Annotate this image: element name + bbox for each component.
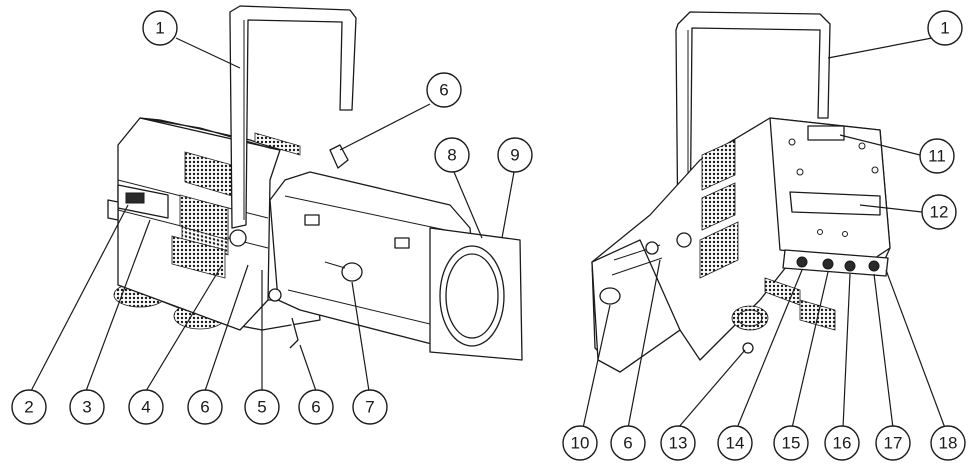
callout-12: 12 bbox=[921, 194, 957, 230]
callout-15: 15 bbox=[773, 425, 809, 461]
callout-label: 6 bbox=[439, 81, 448, 100]
callout-6-top: 6 bbox=[426, 72, 462, 108]
callout-label: 13 bbox=[669, 434, 688, 453]
callout-label: 1 bbox=[940, 19, 949, 38]
callout-10: 10 bbox=[562, 425, 598, 461]
callout-4: 4 bbox=[128, 389, 164, 425]
callout-label: 9 bbox=[510, 146, 519, 165]
callout-1-right: 1 bbox=[927, 10, 963, 46]
callout-label: 6 bbox=[623, 434, 632, 453]
callout-label: 3 bbox=[82, 398, 91, 417]
right-fixture-drawing bbox=[591, 11, 891, 373]
callout-label: 1 bbox=[155, 19, 164, 38]
callout-label: 6 bbox=[200, 398, 209, 417]
callout-label: 17 bbox=[884, 434, 903, 453]
callout-2: 2 bbox=[11, 389, 47, 425]
callout-6-bottom-b: 6 bbox=[298, 389, 334, 425]
callout-7: 7 bbox=[352, 389, 388, 425]
callout-label: 11 bbox=[928, 147, 946, 166]
callout-label: 6 bbox=[311, 398, 320, 417]
callout-16: 16 bbox=[824, 425, 860, 461]
callout-1-left: 1 bbox=[142, 10, 178, 46]
callout-6-bottom-a: 6 bbox=[187, 389, 223, 425]
callout-14: 14 bbox=[717, 425, 753, 461]
leader-lines bbox=[30, 37, 946, 429]
callout-label: 16 bbox=[833, 434, 852, 453]
callout-label: 5 bbox=[257, 398, 266, 417]
callout-3: 3 bbox=[69, 389, 105, 425]
callout-8: 8 bbox=[434, 137, 470, 173]
callout-label: 2 bbox=[24, 398, 33, 417]
callout-5: 5 bbox=[244, 389, 280, 425]
callout-label: 18 bbox=[939, 434, 958, 453]
callout-label: 12 bbox=[930, 203, 949, 222]
callout-11: 11 bbox=[919, 138, 955, 174]
callout-6-right: 6 bbox=[610, 425, 646, 461]
callout-label: 4 bbox=[141, 398, 150, 417]
left-fixture-drawing bbox=[107, 5, 523, 361]
callout-label: 7 bbox=[365, 398, 374, 417]
callout-17: 17 bbox=[875, 425, 911, 461]
callout-18: 18 bbox=[930, 425, 966, 461]
callout-label: 8 bbox=[447, 146, 456, 165]
callout-label: 15 bbox=[782, 434, 801, 453]
callout-9: 9 bbox=[497, 137, 533, 173]
callout-label: 10 bbox=[571, 434, 590, 453]
callout-13: 13 bbox=[660, 425, 696, 461]
callout-label: 14 bbox=[726, 434, 745, 453]
